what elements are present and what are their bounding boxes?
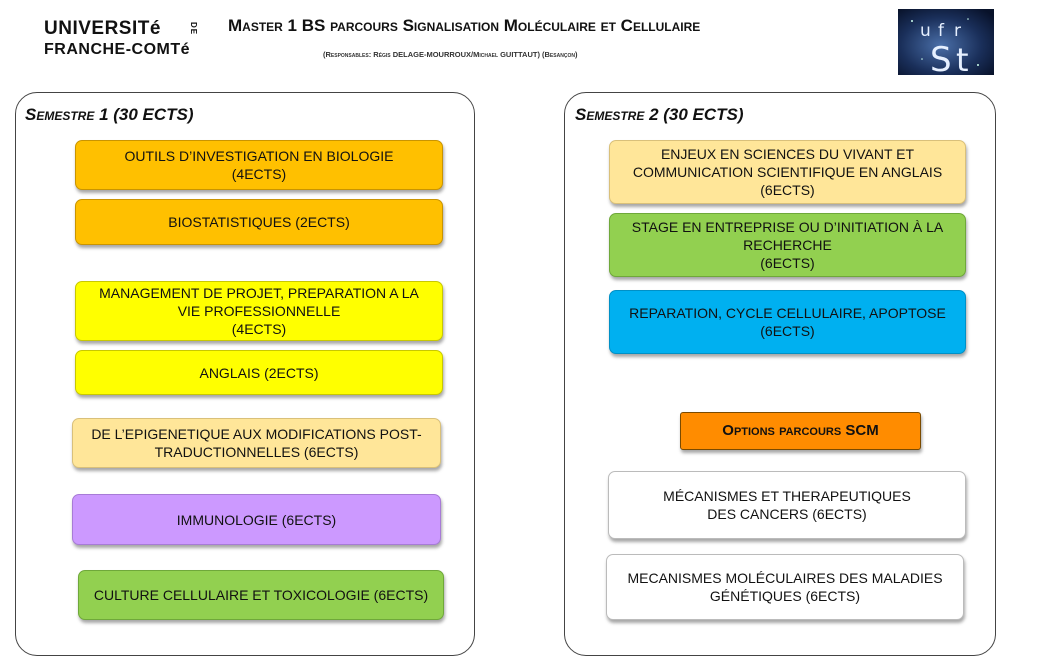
course-epigenetique: DE L’EPIGENETIQUE AUX MODIFICATIONS POST…	[72, 418, 441, 468]
course-label: BIOSTATISTIQUES (2ECTS)	[168, 214, 350, 230]
course-label: DE L’EPIGENETIQUE AUX MODIFICATIONS POST…	[91, 426, 422, 460]
course-label: REPARATION, CYCLE CELLULAIRE, APOPTOSE(6…	[629, 305, 946, 339]
options-header: Options parcours SCM	[680, 412, 921, 450]
university-logo-region: FRANCHE-COMTé	[44, 41, 191, 58]
svg-text:S: S	[930, 40, 952, 75]
course-label: STAGE EN ENTREPRISE OU D’INITIATION À LA…	[631, 219, 944, 271]
course-biostatistiques: BIOSTATISTIQUES (2ECTS)	[75, 199, 443, 245]
course-immunologie: IMMUNOLOGIE (6ECTS)	[72, 494, 441, 545]
ufr-st-logo: u f r S t	[898, 9, 994, 75]
page-subtitle: (Responsables: Régis DELAGE-MOURROUX/Mic…	[323, 50, 578, 59]
university-logo-de: DE	[189, 22, 198, 36]
course-label: OUTILS D’INVESTIGATION EN BIOLOGIE(4ECTS…	[124, 148, 394, 182]
svg-text:u: u	[920, 21, 931, 41]
page-title: Master 1 BS parcours Signalisation Moléc…	[228, 16, 701, 35]
semester1-title: Semestre 1 (30 ECTS)	[25, 105, 194, 124]
course-anglais: ANGLAIS (2ECTS)	[75, 350, 443, 395]
course-label: IMMUNOLOGIE (6ECTS)	[176, 511, 337, 528]
semester2-title: Semestre 2 (30 ECTS)	[575, 105, 744, 124]
course-label: ANGLAIS (2ECTS)	[199, 364, 319, 381]
course-stage: STAGE EN ENTREPRISE OU D’INITIATION À LA…	[609, 213, 966, 277]
svg-text:r: r	[954, 21, 961, 41]
course-label: CULTURE CELLULAIRE ET TOXICOLOGIE (6ECTS…	[93, 587, 429, 603]
svg-text:f: f	[938, 21, 945, 41]
university-logo-name: UNIVERSITé	[44, 18, 161, 39]
course-reparation-cycle: REPARATION, CYCLE CELLULAIRE, APOPTOSE(6…	[609, 290, 966, 354]
svg-text:t: t	[956, 41, 969, 75]
course-outils-investigation: OUTILS D’INVESTIGATION EN BIOLOGIE(4ECTS…	[75, 140, 443, 190]
course-culture-cellulaire: CULTURE CELLULAIRE ET TOXICOLOGIE (6ECTS…	[78, 570, 444, 620]
